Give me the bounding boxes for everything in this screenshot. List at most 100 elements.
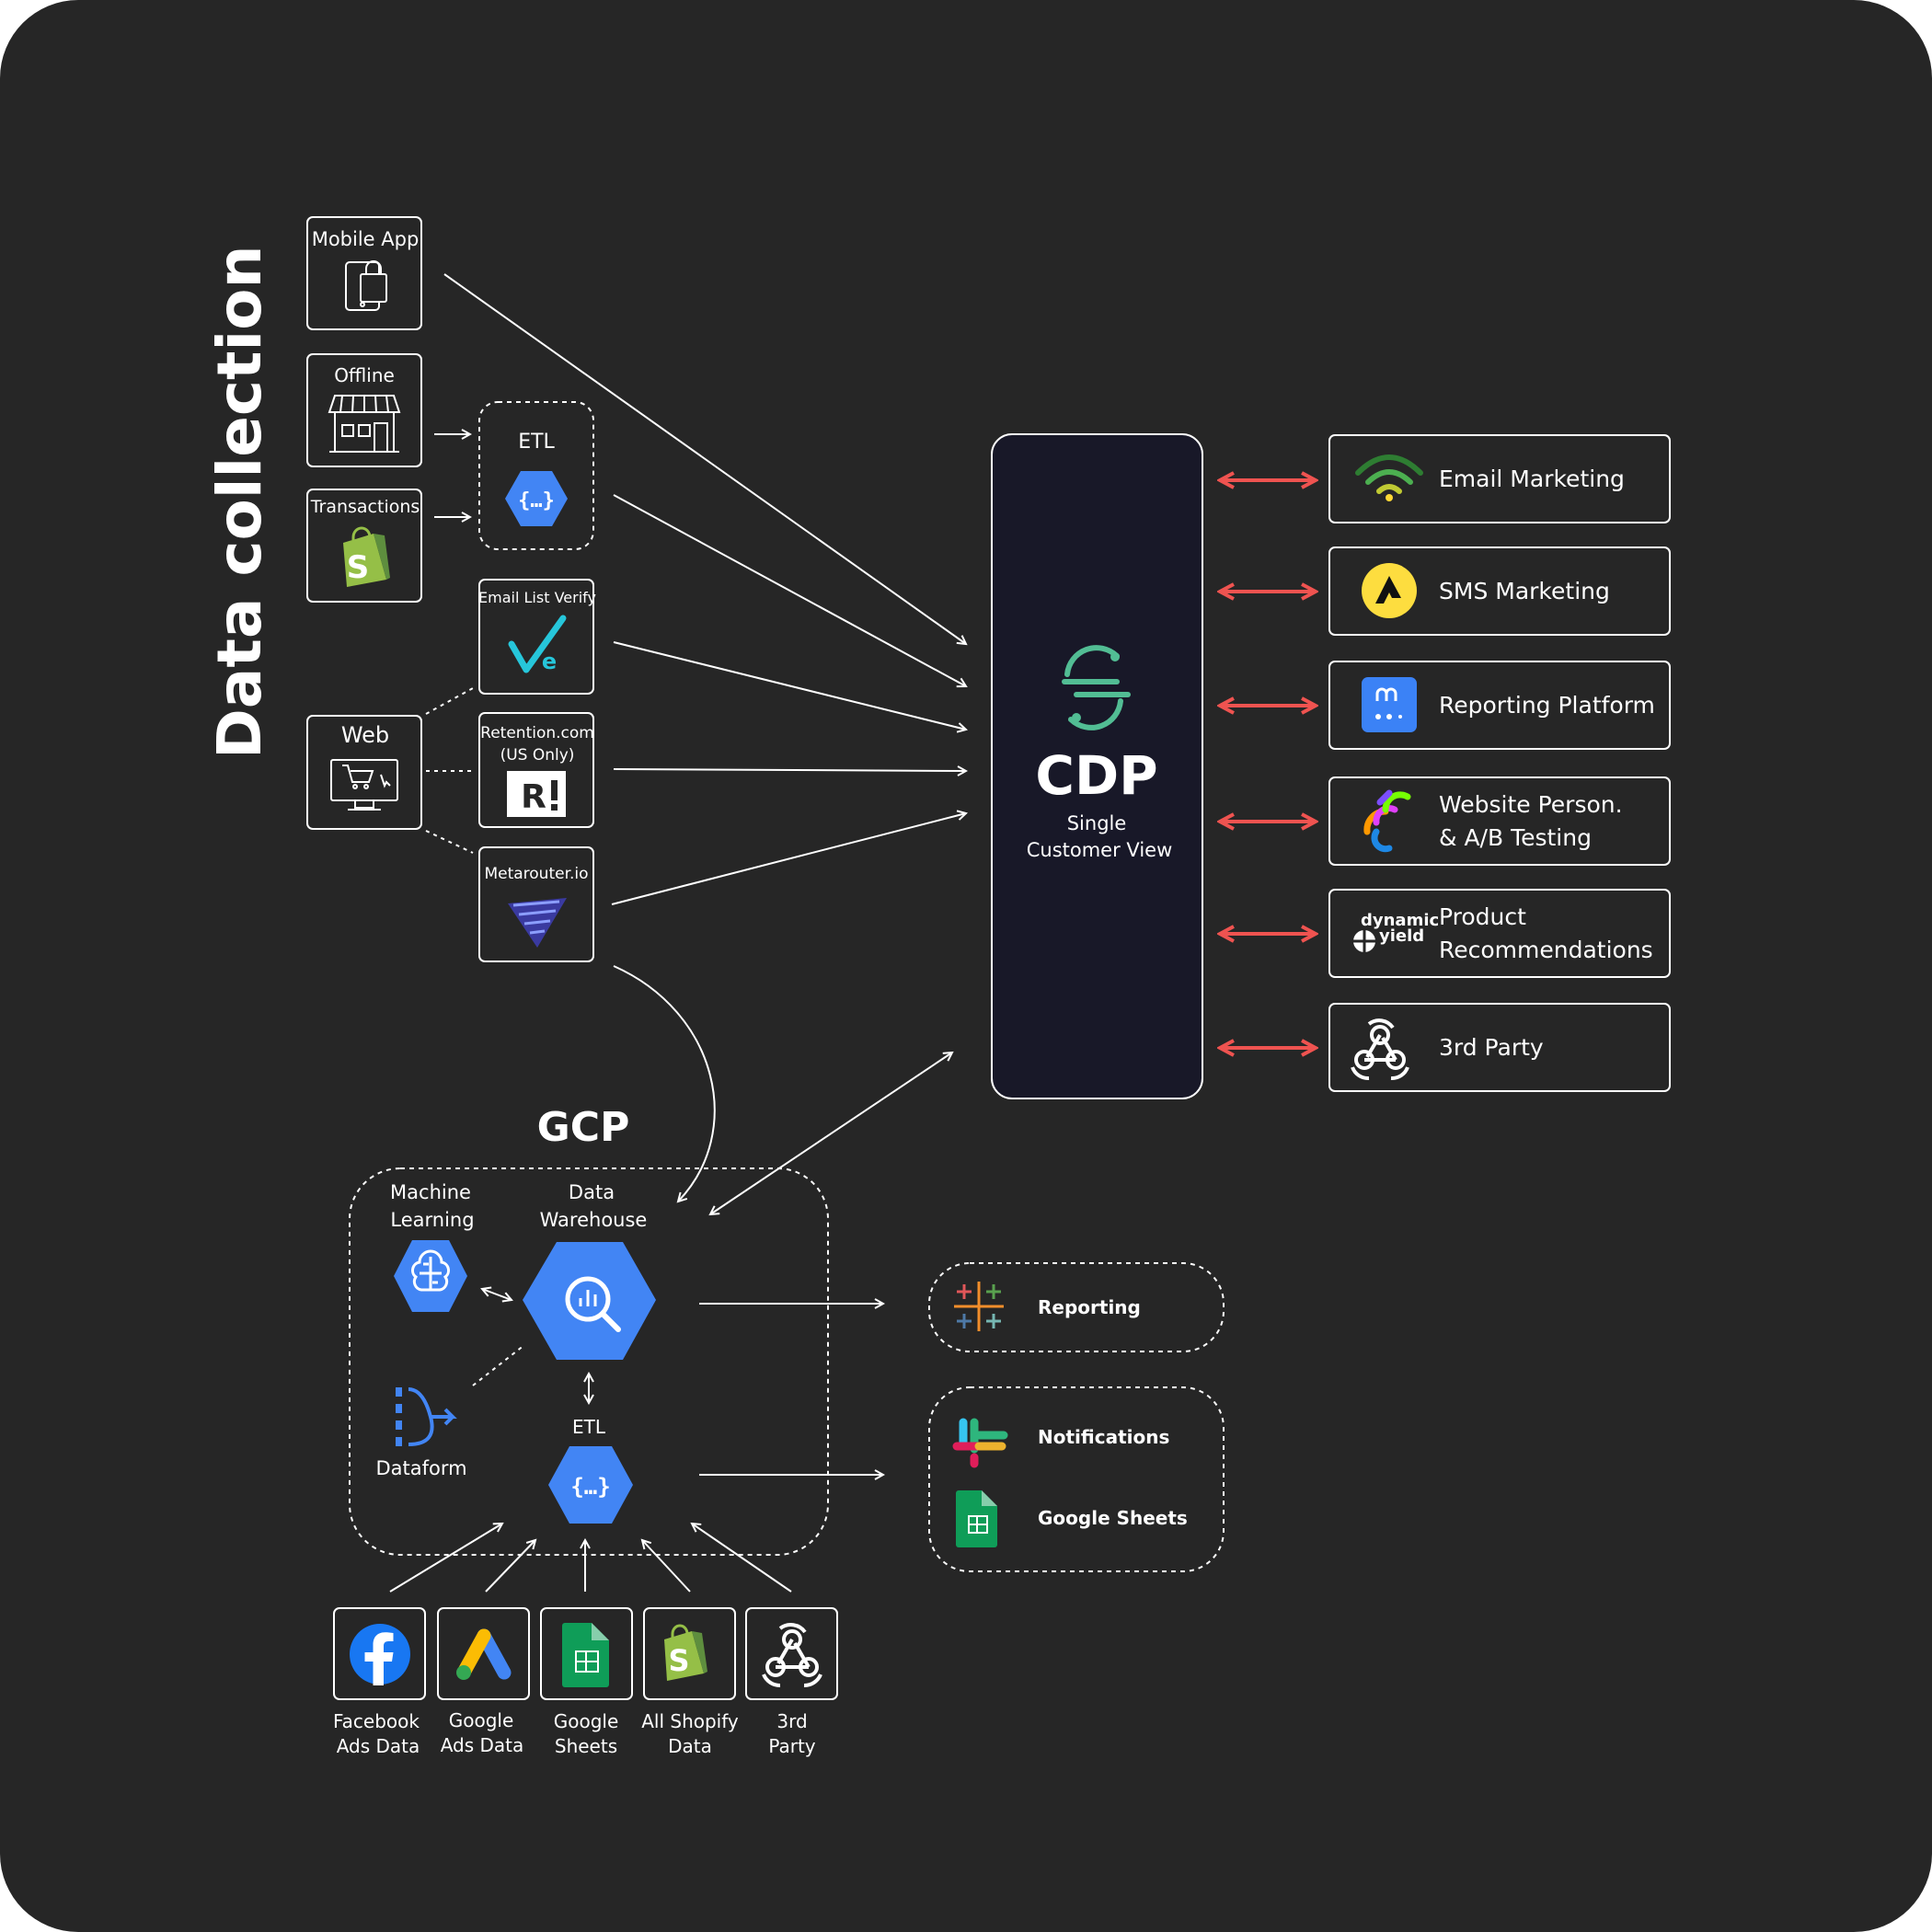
bottom-source-3rd-party: 3rd Party — [745, 1607, 838, 1757]
shopify-source-icon: S — [664, 1624, 707, 1681]
gcp-title: GCP — [537, 1104, 630, 1151]
website-personalization-logo-icon — [1363, 789, 1411, 853]
source-transactions: Transactions S — [306, 489, 422, 603]
sms-marketing-logo-icon — [1362, 563, 1417, 618]
machine-learning-icon — [394, 1240, 467, 1312]
svg-text:{…}: {…} — [518, 489, 555, 512]
google-sheets-output-label: Google Sheets — [1038, 1507, 1188, 1529]
destination-label-sms-marketing: SMS Marketing — [1439, 578, 1610, 604]
dataform-warehouse-connector — [472, 1344, 525, 1386]
destination-label-website-line1: Website Person. — [1439, 791, 1623, 818]
ml-warehouse-arrow — [482, 1289, 512, 1300]
google-sheets-label-line1: Google — [554, 1710, 619, 1732]
shopify-label-line2: Data — [668, 1735, 712, 1757]
destination-label-email-marketing: Email Marketing — [1439, 466, 1625, 492]
cdp-outbound-arrows — [1220, 480, 1316, 1048]
destination-email-marketing: Email Marketing — [1328, 434, 1671, 523]
google-ads-label-line1: Google — [449, 1709, 514, 1731]
destination-3rd-party: 3rd Party — [1328, 1003, 1671, 1092]
web-connectors — [425, 687, 474, 854]
destination-label-3rd-party: 3rd Party — [1439, 1034, 1544, 1061]
gcp-etl-label: ETL — [572, 1416, 606, 1438]
source-web: Web — [306, 715, 422, 830]
dataform-label: Dataform — [375, 1457, 466, 1479]
notifications-output-label: Notifications — [1038, 1426, 1169, 1448]
page-title: Data collection — [204, 246, 275, 760]
cdp-inbound-arrows — [443, 273, 966, 905]
google-sheets-icon — [956, 1490, 997, 1547]
destination-label-product-line2: Recommendations — [1439, 937, 1653, 963]
retention-box: Retention.com (US Only) R — [478, 712, 594, 828]
svg-text:S: S — [347, 549, 370, 586]
email-marketing-logo-icon — [1355, 454, 1423, 501]
shopify-icon: S — [343, 526, 390, 587]
mobile-shopping-icon — [345, 260, 387, 311]
cdp-subtitle-line2: Customer View — [1027, 839, 1173, 861]
svg-text:R: R — [521, 778, 546, 816]
metarouter-logo-icon — [508, 898, 567, 948]
segment-logo-icon — [1062, 645, 1131, 730]
dw-label-line2: Warehouse — [540, 1209, 648, 1231]
bottom-source-shopify: S All Shopify Data — [641, 1607, 739, 1757]
source-mobile-app: Mobile App — [306, 216, 422, 330]
bottom-source-arrows — [389, 1524, 792, 1593]
dataform-icon — [396, 1387, 457, 1446]
dynamic-yield-logo-line1: dynamic — [1361, 911, 1439, 930]
reporting-output: Reporting — [928, 1262, 1225, 1352]
cdp-subtitle-line1: Single — [1067, 812, 1127, 834]
destination-website-personalization: Website Person. & A/B Testing — [1328, 776, 1671, 866]
retention-logo-icon: R — [507, 771, 566, 817]
3rd-party-label-line2: Party — [768, 1735, 815, 1757]
google-sheets-label-line2: Sheets — [555, 1735, 617, 1757]
retention-label-line2: (US Only) — [500, 746, 575, 765]
destination-label-product-line1: Product — [1439, 903, 1526, 930]
bigquery-icon — [523, 1242, 656, 1360]
email-list-verify-label: Email List Verify — [478, 589, 596, 606]
bottom-source-facebook: Facebook Ads Data — [333, 1607, 426, 1757]
google-ads-label-line2: Ads Data — [441, 1734, 524, 1756]
webhook-source-icon — [762, 1623, 822, 1688]
shopify-label-line1: All Shopify — [641, 1710, 739, 1732]
metarouter-label: Metarouter.io — [484, 865, 588, 883]
reporting-platform-logo-icon — [1362, 677, 1417, 732]
mobile-app-label: Mobile App — [312, 228, 420, 250]
bottom-source-google-sheets: Google Sheets — [540, 1607, 633, 1757]
destination-label-reporting-platform: Reporting Platform — [1439, 692, 1655, 719]
tableau-icon — [954, 1282, 1004, 1331]
ml-label-line2: Learning — [390, 1209, 474, 1231]
web-cart-icon — [330, 759, 398, 811]
reporting-output-label: Reporting — [1038, 1296, 1141, 1318]
facebook-icon — [350, 1624, 410, 1685]
svg-text:e: e — [542, 649, 557, 674]
facebook-label-line2: Ads Data — [337, 1735, 420, 1757]
gcp-etl-cloud-functions-icon: {…} — [548, 1446, 633, 1524]
dw-label-line1: Data — [569, 1181, 615, 1203]
etl-group: ETL {…} — [478, 401, 594, 550]
destination-sms-marketing: SMS Marketing — [1328, 546, 1671, 636]
store-icon — [328, 395, 401, 453]
transactions-label: Transactions — [310, 497, 420, 517]
cloud-functions-icon: {…} — [505, 471, 568, 526]
destination-reporting-platform: Reporting Platform — [1328, 661, 1671, 750]
facebook-label-line1: Facebook — [333, 1710, 420, 1732]
cdp-title: CDP — [1035, 744, 1157, 807]
web-label: Web — [341, 722, 389, 748]
svg-text:{…}: {…} — [570, 1474, 610, 1500]
source-offline: Offline — [306, 353, 422, 467]
webhook-icon — [1351, 1018, 1409, 1080]
notifications-output: Notifications Google Sheets — [928, 1386, 1225, 1572]
ml-label-line1: Machine — [390, 1181, 471, 1203]
dynamic-yield-logo-icon: dynamic yield — [1353, 911, 1439, 952]
metarouter-box: Metarouter.io — [478, 846, 594, 962]
google-ads-icon — [456, 1628, 512, 1680]
gcp-container — [349, 1167, 829, 1556]
3rd-party-label-line1: 3rd — [776, 1710, 807, 1732]
etl-label: ETL — [518, 431, 555, 454]
slack-icon — [952, 1418, 1008, 1468]
cdp-panel: CDP Single Customer View — [991, 433, 1203, 1099]
destination-label-website-line2: & A/B Testing — [1439, 824, 1592, 851]
bottom-source-google-ads: Google Ads Data — [437, 1607, 530, 1756]
dynamic-yield-logo-line2: yield — [1379, 926, 1424, 946]
retention-label-line1: Retention.com — [480, 724, 594, 742]
